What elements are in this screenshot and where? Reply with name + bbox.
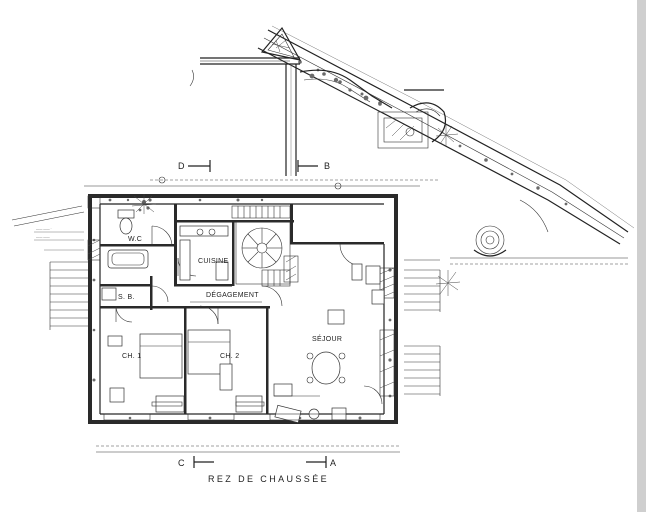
room-label-wc: W.C (128, 236, 142, 243)
interior-partitions (100, 204, 384, 414)
wall-planting-strips (92, 198, 395, 420)
room-label-bathroom: S. B. (118, 294, 135, 301)
section-mark-bottom: C A (96, 445, 400, 468)
section-label-a: A (330, 458, 336, 468)
access-path (285, 64, 297, 176)
room-label-kitchen: CUISINE (198, 258, 229, 265)
scan-edge (637, 0, 646, 512)
spiral-staircase (231, 205, 291, 287)
entrance-planters (87, 194, 299, 283)
fixtures (101, 209, 385, 424)
garden-planter-cluster (299, 69, 459, 149)
svg-text:—— ——: —— —— (36, 235, 50, 239)
section-label-b: B (324, 161, 330, 171)
room-label-living: SÉJOUR (312, 334, 342, 343)
top-boundary-path (189, 57, 300, 87)
room-label-bedroom-2: CH. 2 (220, 353, 239, 360)
diagonal-garden-wall (257, 25, 635, 245)
garden-rocks (450, 199, 628, 265)
right-terrace (404, 259, 461, 396)
room-label-hall: DÉGAGEMENT (206, 290, 259, 299)
section-mark-top: D B (84, 160, 440, 190)
svg-text:—— —— ·: —— —— · (36, 227, 52, 231)
plan-title: REZ DE CHAUSSÉE (208, 474, 329, 484)
section-label-d: D (178, 161, 185, 171)
top-planter (260, 26, 302, 61)
section-label-c: C (178, 458, 185, 468)
south-windows (103, 413, 381, 421)
dimension-annotations (190, 301, 320, 397)
house-walls (88, 194, 398, 424)
left-steps-and-dims: —— —— · —— —— (11, 205, 88, 330)
room-label-bedroom-1: CH. 1 (122, 353, 141, 360)
